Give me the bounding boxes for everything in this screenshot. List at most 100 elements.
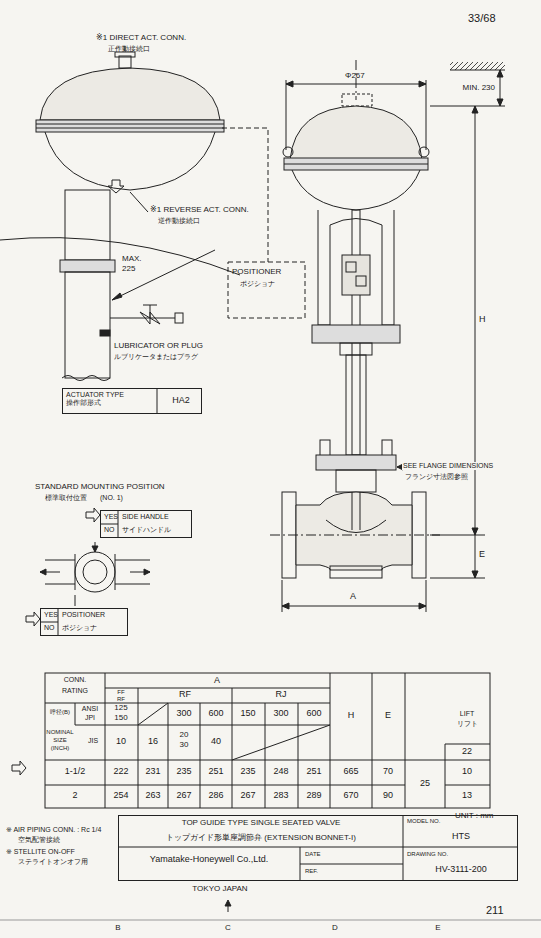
- heading: STANDARD MOUNTING POSITION: [35, 483, 165, 492]
- option-box: YESNOSIDE HANDLEサイドハンドル: [100, 510, 192, 538]
- dimension: MIN. 230: [462, 84, 496, 93]
- table-cell: 600: [208, 709, 223, 719]
- table-cell: 289: [306, 791, 321, 801]
- table-cell: FF: [117, 689, 124, 696]
- table-cell: LIFT: [460, 710, 474, 718]
- heading: 標準取付位置: [45, 494, 87, 502]
- grid-letter: D: [332, 924, 338, 933]
- callout: フランジ寸法図参照: [405, 473, 468, 481]
- table-cell: H: [348, 711, 355, 721]
- table-cell: RJ: [276, 690, 287, 700]
- note: ※ STELLITE ON-OFF: [6, 848, 75, 856]
- table-cell: 300: [176, 709, 191, 719]
- title-block: TOP GUIDE TYPE SINGLE SEATED VALVE トップガイド…: [118, 815, 518, 881]
- note: ステライトオンオフ用: [18, 858, 88, 866]
- box-text: HV-3111-200: [435, 865, 487, 875]
- heading: (NO. 1): [100, 494, 123, 502]
- box-text: Yamatake-Honeywell Co.,Ltd.: [150, 855, 268, 865]
- part-name: ポジショナ: [240, 280, 275, 288]
- table-cell: RF: [179, 690, 191, 700]
- table-cell: 222: [113, 767, 128, 777]
- box-text: YES: [44, 611, 58, 619]
- table-cell: 1-1/2: [65, 767, 86, 777]
- box-text: TOP GUIDE TYPE SINGLE SEATED VALVE: [182, 819, 341, 828]
- table-cell: 251: [306, 767, 321, 777]
- table-cell: NOMINAL: [46, 729, 73, 736]
- table-cell: 150: [240, 709, 255, 719]
- footer: TOKYO JAPAN: [192, 885, 247, 894]
- table-cell: (INCH): [51, 745, 70, 752]
- box-text: NO: [44, 624, 55, 632]
- box-text: ACTUATOR TYPE 操作部形式: [66, 391, 124, 406]
- box-text: POSITIONER: [62, 611, 105, 619]
- table-cell: 70: [383, 767, 393, 777]
- note: ※ AIR PIPING CONN. : Rc 1/4: [6, 826, 101, 834]
- table-cell: 125: [114, 704, 127, 713]
- table-cell: E: [385, 711, 391, 721]
- table-cell: 267: [240, 791, 255, 801]
- grid-letter: B: [115, 924, 120, 933]
- box-text: NO: [104, 526, 115, 534]
- unit-note: UNIT : mm: [455, 812, 494, 821]
- callout: 逆作動接続口: [158, 217, 200, 225]
- table-cell: JPI: [85, 714, 95, 722]
- callout: 正作動接続口: [108, 45, 150, 53]
- table-cell: 267: [176, 791, 191, 801]
- table-cell: ANSI: [82, 705, 98, 713]
- table-cell: 254: [113, 791, 128, 801]
- table-cell: 2: [72, 791, 77, 801]
- table-cell: 22: [462, 747, 472, 757]
- box-text: REF.: [305, 868, 318, 875]
- table-cell: 235: [240, 767, 255, 777]
- table-cell: 20: [180, 731, 189, 740]
- table-cell: 10: [116, 737, 126, 747]
- dimension: 225: [122, 265, 135, 274]
- callout: ※1 DIRECT ACT. CONN.: [96, 34, 186, 43]
- option-box: YES NO POSITIONER ポジショナ: [40, 608, 128, 636]
- box-text: DATE: [305, 851, 321, 858]
- note: 空気配管接続: [18, 836, 60, 844]
- grid-letter: E: [435, 924, 440, 933]
- callout: SEE FLANGE DIMENSIONS: [402, 462, 494, 470]
- table-cell: A: [214, 676, 220, 686]
- table-cell: 30: [180, 741, 189, 750]
- table-cell: RF: [117, 696, 125, 703]
- table-cell: 40: [211, 737, 221, 747]
- part-name: POSITIONER: [232, 268, 281, 277]
- table-cell: RATING: [62, 687, 88, 695]
- box-text: トップガイド形単座調節弁 (EXTENSION BONNET-I): [166, 834, 356, 843]
- box-text: DRAWING NO.: [407, 851, 448, 858]
- box-text: ポジショナ: [62, 624, 97, 632]
- table-cell: 600: [306, 709, 321, 719]
- table-cell: 13: [462, 791, 472, 801]
- box-text: サイドハンドル: [122, 526, 171, 534]
- table-cell: 263: [145, 791, 160, 801]
- table-cell: 670: [343, 791, 358, 801]
- callout: ルブリケータまたはプラグ: [114, 353, 198, 361]
- table-cell: 283: [273, 791, 288, 801]
- page-number: 33/68: [468, 12, 496, 24]
- table-cell: SIZE: [53, 737, 66, 744]
- table-cell: 251: [208, 767, 223, 777]
- callout: ※1 REVERSE ACT. CONN.: [150, 206, 249, 215]
- box-text: HTS: [452, 832, 470, 842]
- type-box: ACTUATOR TYPE 操作部形式 HA2: [62, 388, 202, 414]
- dimension: A: [350, 592, 356, 602]
- dimension: E: [479, 550, 485, 560]
- table-cell: 150: [114, 714, 127, 723]
- table-cell: 25: [420, 779, 430, 789]
- dimension: MAX.: [122, 255, 142, 264]
- box-text: HA2: [172, 396, 190, 406]
- table-cell: 231: [145, 767, 160, 777]
- callout: LUBRICATOR OR PLUG: [114, 342, 203, 351]
- table-cell: 286: [208, 791, 223, 801]
- table-cell: 90: [383, 791, 393, 801]
- table-cell: 300: [273, 709, 288, 719]
- table-cell: 665: [343, 767, 358, 777]
- table-cell: CONN.: [64, 676, 87, 684]
- box-text: MODEL NO.: [407, 818, 440, 825]
- table-cell: 235: [176, 767, 191, 777]
- table-cell: JIS: [88, 737, 98, 745]
- table-cell: 248: [273, 767, 288, 777]
